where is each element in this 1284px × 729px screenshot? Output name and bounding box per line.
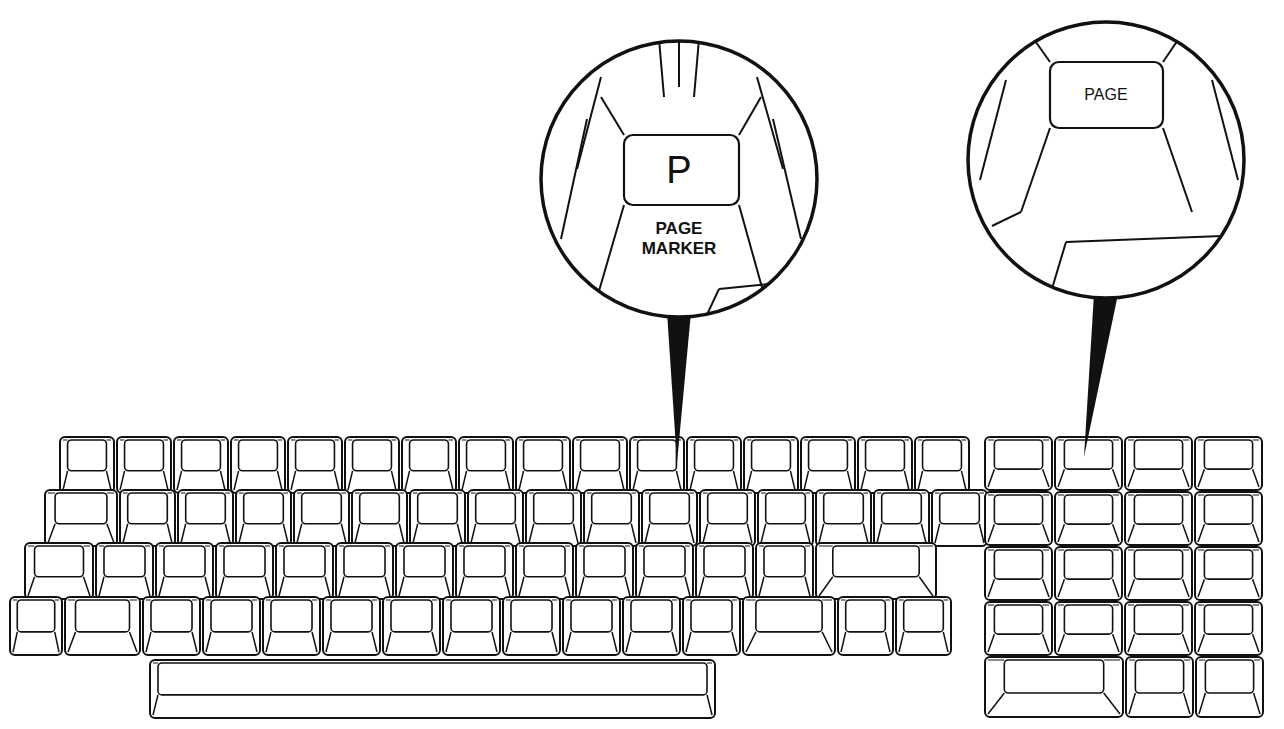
- keycap: [985, 547, 1052, 600]
- keycap: [683, 597, 740, 655]
- keycap: [1195, 547, 1262, 600]
- keycap: [323, 597, 380, 655]
- keycap: [276, 543, 333, 599]
- keycap: [896, 597, 951, 655]
- keycap: [743, 597, 835, 655]
- keycap: [288, 437, 342, 493]
- keycap: [636, 543, 693, 599]
- keycap: [758, 490, 813, 546]
- magnifier-callout: PAGE: [966, 20, 1246, 300]
- keycap: [236, 490, 291, 546]
- keycap: [336, 543, 393, 599]
- keycap: [744, 437, 798, 493]
- keycap: [1055, 437, 1122, 490]
- keypad: [985, 437, 1263, 717]
- keycap: [150, 660, 715, 718]
- keycap: [563, 597, 620, 655]
- keycap: [402, 437, 456, 493]
- keycap: [352, 490, 407, 546]
- keycap: [700, 490, 755, 546]
- keycap: [410, 490, 465, 546]
- keycap: [1125, 547, 1192, 600]
- keycap: [756, 543, 813, 599]
- keycap: [1195, 492, 1262, 545]
- keycap: [516, 543, 573, 599]
- keycap: [65, 597, 140, 655]
- keycap: [932, 490, 987, 546]
- keycap: [1126, 657, 1193, 717]
- keycap: [25, 543, 93, 599]
- keycap: [178, 490, 233, 546]
- keycap: [263, 597, 320, 655]
- keycap: [985, 657, 1123, 717]
- keycap: [858, 437, 912, 493]
- keycap: [816, 490, 871, 546]
- keycap: [60, 437, 114, 493]
- keycap: [1125, 437, 1192, 490]
- keycap: [985, 492, 1052, 545]
- callout-pointer: [667, 294, 1118, 463]
- keycap: [1055, 547, 1122, 600]
- keyboard: [10, 437, 987, 718]
- keycap: [801, 437, 855, 493]
- keycap: [1125, 602, 1192, 655]
- keycap: [584, 490, 639, 546]
- keycap: [573, 437, 627, 493]
- keycap: [1195, 602, 1262, 655]
- keycap: [45, 490, 117, 546]
- keycap: [468, 490, 523, 546]
- keycap: [1196, 657, 1263, 717]
- key-legend: P: [666, 149, 691, 191]
- keycap: [516, 437, 570, 493]
- keycap: [915, 437, 969, 493]
- keycap: [143, 597, 200, 655]
- keycap: [1125, 492, 1192, 545]
- key-legend: PAGE: [1084, 84, 1127, 106]
- key-front-label: PAGE MARKER: [624, 219, 734, 259]
- magnified-key: [966, 20, 1246, 300]
- keycap: [203, 597, 260, 655]
- keycap: [1055, 602, 1122, 655]
- keycap: [174, 437, 228, 493]
- keycap: [1055, 492, 1122, 545]
- keycap: [526, 490, 581, 546]
- keycap: [294, 490, 349, 546]
- keycap: [396, 543, 453, 599]
- keycap: [838, 597, 893, 655]
- keycap: [231, 437, 285, 493]
- keycap: [985, 437, 1052, 490]
- keycap: [96, 543, 153, 599]
- keycap: [120, 490, 175, 546]
- keycap: [874, 490, 929, 546]
- keycap: [156, 543, 213, 599]
- keycap: [345, 437, 399, 493]
- keycap: [642, 490, 697, 546]
- keycap: [383, 597, 440, 655]
- keycap: [503, 597, 560, 655]
- keycap: [459, 437, 513, 493]
- keycap: [816, 543, 936, 599]
- keycap: [117, 437, 171, 493]
- keycap: [696, 543, 753, 599]
- keycap: [456, 543, 513, 599]
- keycap: [687, 437, 741, 493]
- keycap: [576, 543, 633, 599]
- keycap: [623, 597, 680, 655]
- keycap: [10, 597, 62, 655]
- keycap: [1195, 437, 1262, 490]
- keycap: [216, 543, 273, 599]
- magnifier-callout: P PAGE MARKER: [539, 39, 819, 319]
- keycap: [443, 597, 500, 655]
- keycap: [985, 602, 1052, 655]
